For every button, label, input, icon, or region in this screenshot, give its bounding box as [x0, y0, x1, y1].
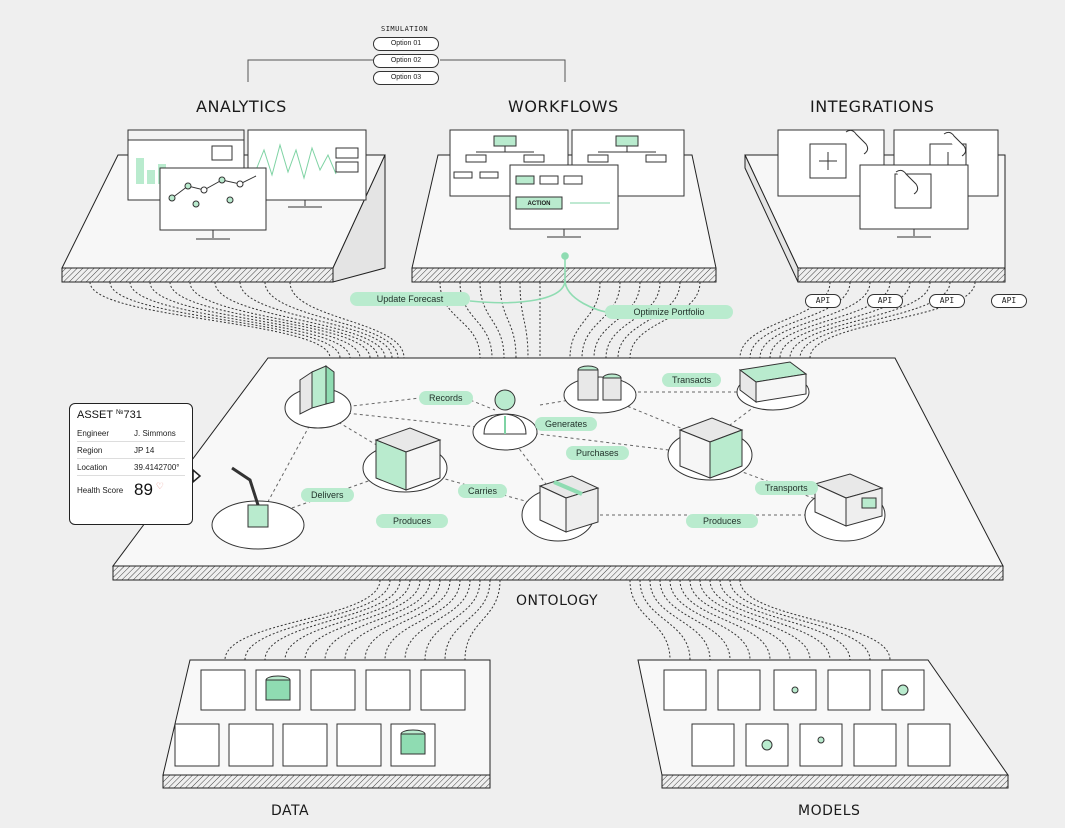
- integration-monitors: [777, 129, 999, 238]
- asset-value: JP 14: [134, 445, 155, 455]
- simulation-connector: [247, 59, 566, 82]
- asset-key: Region: [77, 445, 103, 455]
- relation-delivers[interactable]: Delivers: [301, 488, 354, 502]
- analytics-title: ANALYTICS: [196, 97, 287, 116]
- asset-number-sign: №: [115, 409, 124, 416]
- simulation-option-03[interactable]: Option 03: [373, 71, 439, 85]
- asset-row-health: Health Score 89 ♡: [77, 476, 185, 504]
- asset-row-engineer: Engineer J. Simmons: [77, 425, 185, 442]
- analytics-monitors: [127, 129, 367, 240]
- asset-row-region: Region JP 14: [77, 442, 185, 459]
- asset-card-pointer: [192, 468, 202, 484]
- models-title: MODELS: [798, 803, 861, 819]
- relation-carries[interactable]: Carries: [458, 484, 508, 498]
- api-pill-4[interactable]: API: [991, 294, 1027, 308]
- asset-id: 731: [123, 409, 142, 421]
- asset-card[interactable]: ASSET №731 Engineer J. Simmons Region JP 1…: [69, 403, 193, 525]
- workflow-action-button[interactable]: ACTION: [527, 201, 551, 207]
- relation-transports[interactable]: Transports: [755, 481, 818, 495]
- asset-row-location: Location 39.4142700°: [77, 459, 185, 476]
- relation-transacts[interactable]: Transacts: [662, 373, 722, 387]
- integrations-title: INTEGRATIONS: [810, 97, 935, 116]
- api-pill-3[interactable]: API: [929, 294, 965, 308]
- health-score-value: 89: [134, 480, 153, 499]
- workflows-title: WORKFLOWS: [508, 97, 619, 116]
- asset-key: Engineer: [77, 428, 110, 438]
- ontology-title: ONTOLOGY: [516, 593, 599, 609]
- workflow-monitors: [449, 129, 685, 238]
- data-tiles: [174, 669, 466, 767]
- api-pill-2[interactable]: API: [867, 294, 903, 308]
- health-score-label: Health Score: [77, 485, 124, 495]
- simulation-option-02[interactable]: Option 02: [373, 54, 439, 68]
- bottom-connection-bundles: [224, 579, 891, 661]
- ontology-nodes: [211, 361, 886, 550]
- simulation-option-01[interactable]: Option 01: [373, 37, 439, 51]
- simulation-title: SIMULATION: [381, 25, 429, 33]
- heart-icon: ♡: [155, 480, 164, 491]
- relation-produces-1[interactable]: Produces: [376, 514, 448, 528]
- asset-value: J. Simmons: [134, 428, 176, 438]
- asset-key: Location: [77, 462, 108, 472]
- update-forecast-pill[interactable]: Update Forecast: [350, 292, 470, 306]
- top-connection-bundles: [89, 281, 976, 359]
- data-title: DATA: [271, 803, 310, 819]
- relation-records[interactable]: Records: [419, 391, 473, 405]
- asset-value: 39.4142700°: [134, 462, 180, 472]
- asset-title-text: ASSET: [77, 409, 113, 421]
- optimize-portfolio-pill[interactable]: Optimize Portfolio: [605, 305, 733, 319]
- asset-title: ASSET №731: [77, 409, 185, 421]
- relation-generates[interactable]: Generates: [535, 417, 598, 431]
- relation-produces-2[interactable]: Produces: [686, 514, 758, 528]
- model-tiles: [663, 669, 951, 767]
- api-pill-1[interactable]: API: [805, 294, 841, 308]
- relation-purchases[interactable]: Purchases: [566, 446, 629, 460]
